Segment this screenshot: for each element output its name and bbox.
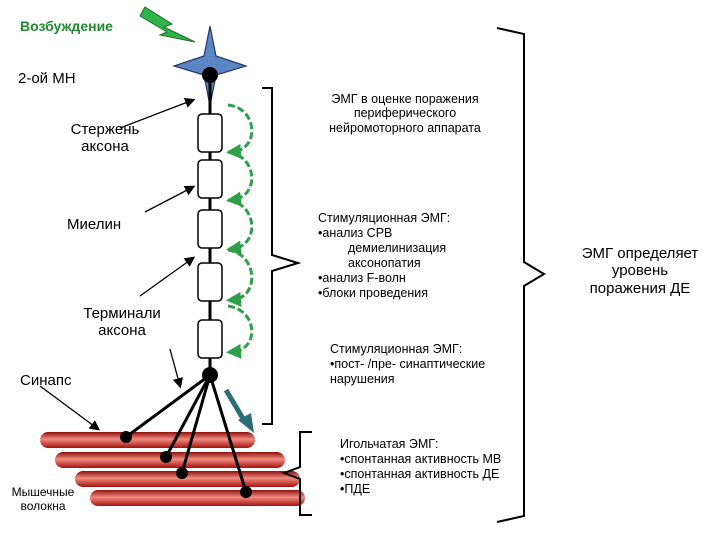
teal-arrow (223, 388, 248, 424)
needle-line: •ПДЕ (340, 482, 371, 496)
stim1-line: демиелинизация (348, 241, 447, 255)
mn-label: 2-ой МН (18, 70, 76, 87)
stim1-line: •анализ СРВ (318, 226, 393, 240)
endplate-dot (120, 431, 132, 443)
excitation-label: Возбуждение (20, 18, 113, 34)
stim1-line: Стимуляционная ЭМГ: (318, 211, 451, 225)
pointer-arrow (119, 97, 196, 129)
saltatory-arrow (226, 150, 254, 207)
lightning-icon (139, 6, 196, 43)
synapse-label: Синапс (20, 372, 72, 389)
soma-dot (202, 67, 218, 83)
myelin-segment (197, 319, 223, 359)
stim2-line: Стимуляционная ЭМГ: (330, 342, 463, 356)
needle-line: •спонтанная активность ДЕ (340, 467, 500, 481)
stim1-line: •блоки проведения (318, 286, 429, 300)
endplate-dot (240, 486, 252, 498)
endplate-dot (160, 451, 172, 463)
stim1-line: аксонопатия (348, 256, 421, 270)
pointer-arrow (144, 185, 196, 213)
stim2-line: нарушения (330, 372, 395, 386)
myelin-segment (197, 159, 223, 199)
stim-emg-block-2: Стимуляционная ЭМГ: •пост- /пре- синапти… (330, 342, 485, 387)
stim2-line: •пост- /пре- синаптические (330, 357, 486, 371)
terminal-branch (180, 374, 212, 474)
pointer-arrow (39, 385, 101, 431)
saltatory-arrows (226, 103, 254, 359)
needle-emg-block: Игольчатая ЭМГ: •спонтанная активность М… (340, 437, 501, 497)
myelin-segment (197, 209, 223, 249)
pointer-arrow (139, 256, 196, 297)
terminal-branch (125, 373, 211, 439)
emg-title: ЭМГ в оценке поражения периферического н… (329, 92, 481, 135)
bracket-needle (281, 431, 312, 516)
terminal-branch (164, 374, 212, 458)
bracket-conduction (262, 87, 302, 425)
stim-emg-block-1: Стимуляционная ЭМГ: •анализ СРВ демиелин… (318, 211, 450, 301)
myelin-label: Миелин (67, 216, 122, 233)
pointer-arrow (169, 348, 183, 389)
saltatory-arrow (226, 248, 254, 307)
myelin-segment (197, 262, 223, 302)
muscle-fiber (40, 432, 255, 448)
muscle-fibers-label: Мышечные волокна (11, 485, 75, 513)
endplate-dot (176, 467, 188, 479)
teal-arrowhead (238, 413, 254, 433)
muscle-fiber (90, 490, 305, 506)
saltatory-arrow (226, 198, 254, 256)
bracket-overall (496, 27, 546, 523)
needle-line: Игольчатая ЭМГ: (340, 437, 439, 451)
needle-line: •спонтанная активность МВ (340, 452, 502, 466)
axon-terminals-label: Терминали аксона (83, 305, 161, 340)
saltatory-arrow (226, 304, 254, 359)
saltatory-arrow (226, 103, 254, 159)
axon-shaft-label: Стержень аксона (70, 121, 140, 156)
myelin-segment (197, 113, 223, 153)
conclusion-text: ЭМГ определяет уровень поражения ДЕ (581, 245, 699, 297)
stim1-line: •анализ F-волн (318, 271, 406, 285)
terminal-branch (208, 374, 248, 493)
